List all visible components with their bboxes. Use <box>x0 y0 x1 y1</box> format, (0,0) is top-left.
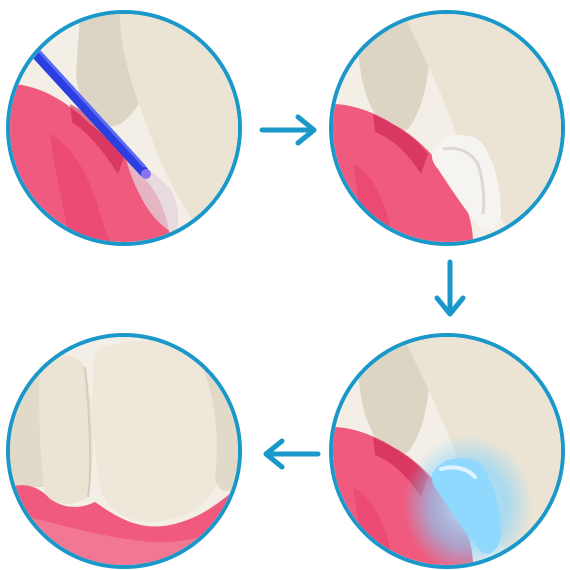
arrow-left <box>258 436 322 472</box>
step-2-illustration <box>333 14 561 242</box>
arrow-down-icon <box>432 258 468 322</box>
arrow-right <box>258 112 322 148</box>
arrow-left-icon <box>258 436 322 472</box>
step-2-place-circle <box>329 10 565 246</box>
arrow-right-icon <box>258 112 322 148</box>
step-3-cure-circle <box>329 333 565 569</box>
restored-tooth-icon <box>39 355 93 504</box>
front-tooth <box>92 341 217 522</box>
step-4-result-circle <box>6 333 242 569</box>
step-1-apply-circle <box>6 10 242 246</box>
arrow-down <box>432 258 468 322</box>
step-1-illustration <box>10 14 238 242</box>
step-4-illustration <box>10 337 238 565</box>
step-3-illustration <box>333 337 561 565</box>
